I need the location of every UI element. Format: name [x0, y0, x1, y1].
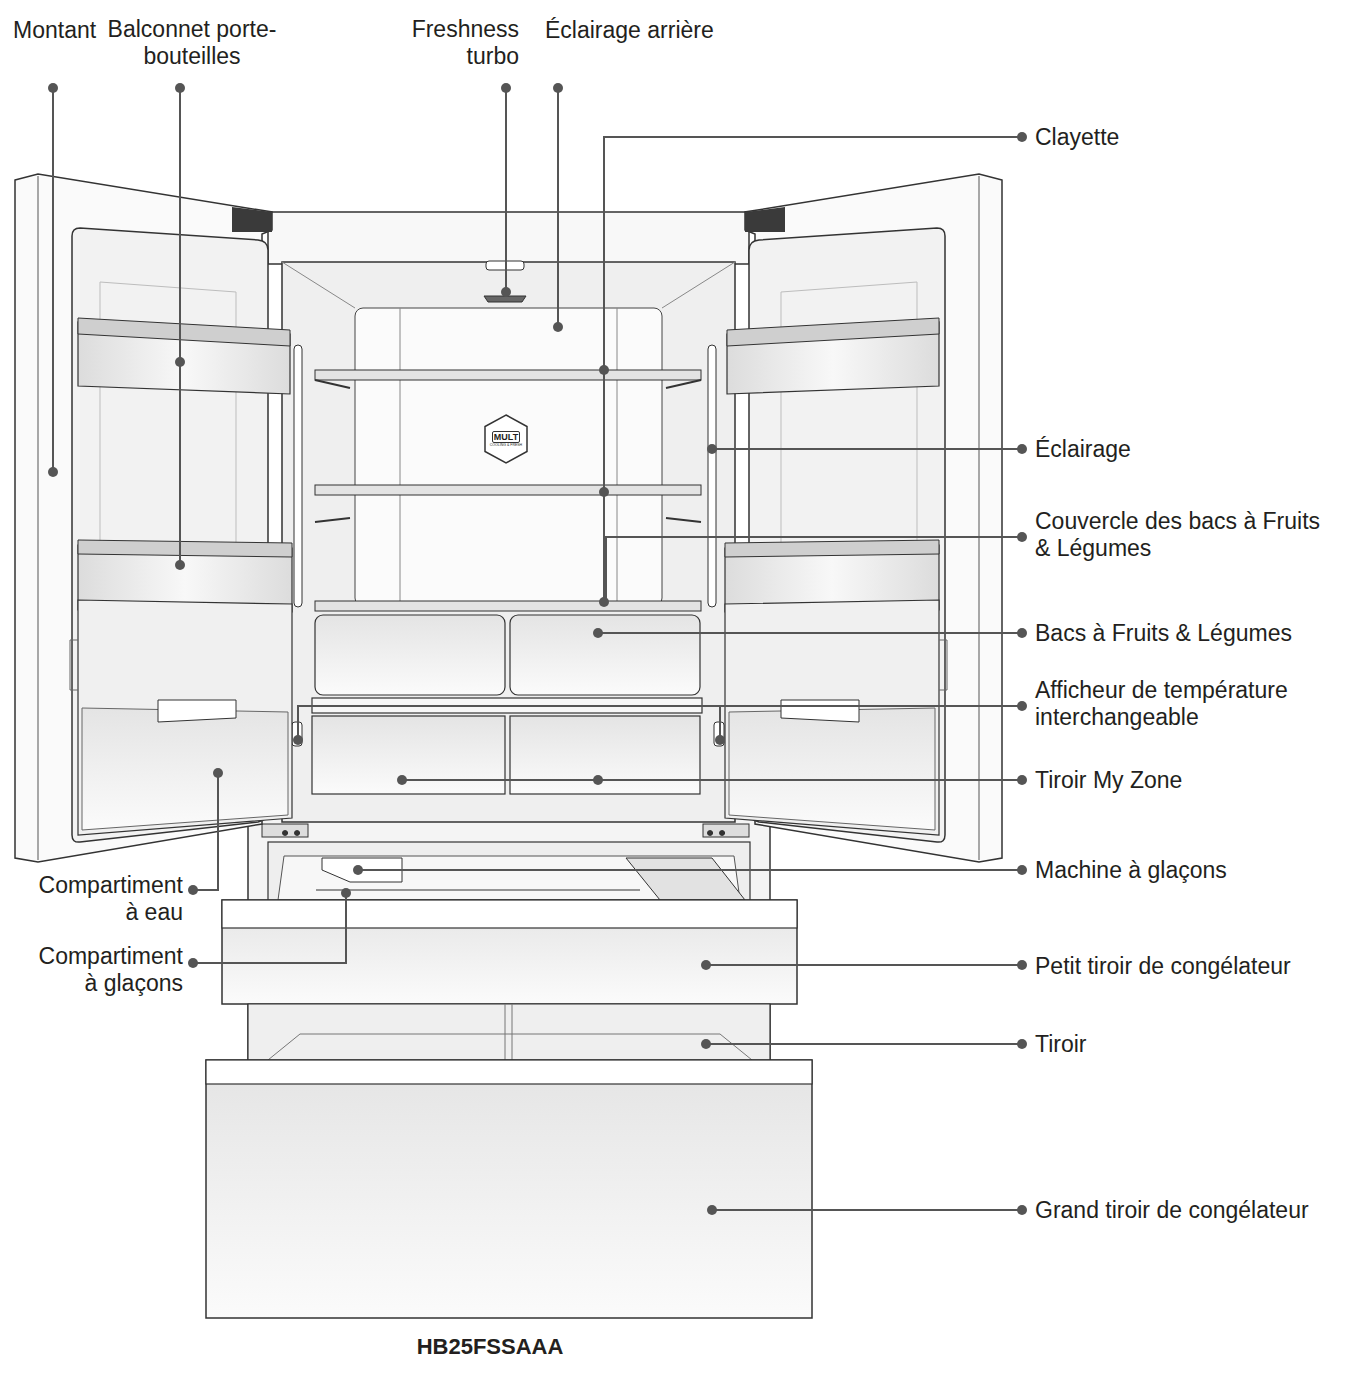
ice-tray: [316, 858, 745, 900]
my-zone-drawer: [510, 716, 700, 794]
freshness-turbo: [484, 296, 526, 302]
part-label: Montant: [13, 17, 96, 44]
part-label: Balconnet porte-bouteilles: [100, 16, 284, 70]
part-label: Éclairage: [1035, 436, 1131, 463]
part-label: Éclairage arrière: [545, 17, 714, 44]
logo-badge: MULTCOOLING & FRESH: [484, 414, 528, 464]
my-zone-drawer: [312, 716, 505, 794]
back-wall: [355, 308, 662, 606]
shelf-support: [315, 380, 701, 522]
logo-subtext: COOLING & FRESH: [490, 443, 522, 448]
part-label: Tiroir: [1035, 1031, 1087, 1058]
crisper-bin: [315, 615, 505, 695]
part-label: Bacs à Fruits & Légumes: [1035, 620, 1292, 647]
part-label: Afficheur de température interchangeable: [1035, 677, 1331, 731]
logo-text: MULT: [492, 431, 520, 443]
left-door: [15, 174, 292, 862]
top-frame: [268, 212, 749, 264]
right-door: [725, 174, 1002, 862]
part-label: Petit tiroir de congélateur: [1035, 953, 1291, 980]
fresh-compartment: [282, 262, 735, 822]
part-label: Machine à glaçons: [1035, 857, 1227, 884]
leader-lines: [53, 88, 1022, 1210]
drawer-handle: [206, 1060, 812, 1084]
drawer-gap: [248, 1004, 770, 1062]
freezer-opening: [268, 842, 750, 902]
drawer-handle: [222, 900, 797, 928]
freezer: [206, 842, 812, 1318]
leader-dots: [48, 83, 1027, 1215]
hexagon: [485, 415, 527, 463]
shelf: [315, 485, 701, 495]
part-label: Freshness turbo: [389, 16, 519, 70]
large-freezer-drawer: [206, 1060, 812, 1318]
cabinet-edges: [282, 262, 735, 605]
part-label: Compartiment à eau: [26, 872, 183, 926]
hinge-screws: [282, 830, 725, 836]
light-bar: [294, 345, 302, 607]
small-freezer-drawer: [222, 900, 797, 1004]
crisper-bin: [510, 615, 700, 695]
part-label: Compartiment à glaçons: [26, 943, 183, 997]
light-bar: [708, 345, 716, 607]
part-label: Tiroir My Zone: [1035, 767, 1182, 794]
model-caption: HB25FSSAAA: [380, 1334, 600, 1360]
shelf: [315, 601, 701, 611]
shelf: [315, 370, 701, 380]
part-label: Grand tiroir de congélateur: [1035, 1197, 1309, 1224]
part-label: Couvercle des bacs à Fruits & Légumes: [1035, 508, 1331, 562]
inner-drawer: [268, 1004, 752, 1060]
part-label: Clayette: [1035, 124, 1119, 151]
